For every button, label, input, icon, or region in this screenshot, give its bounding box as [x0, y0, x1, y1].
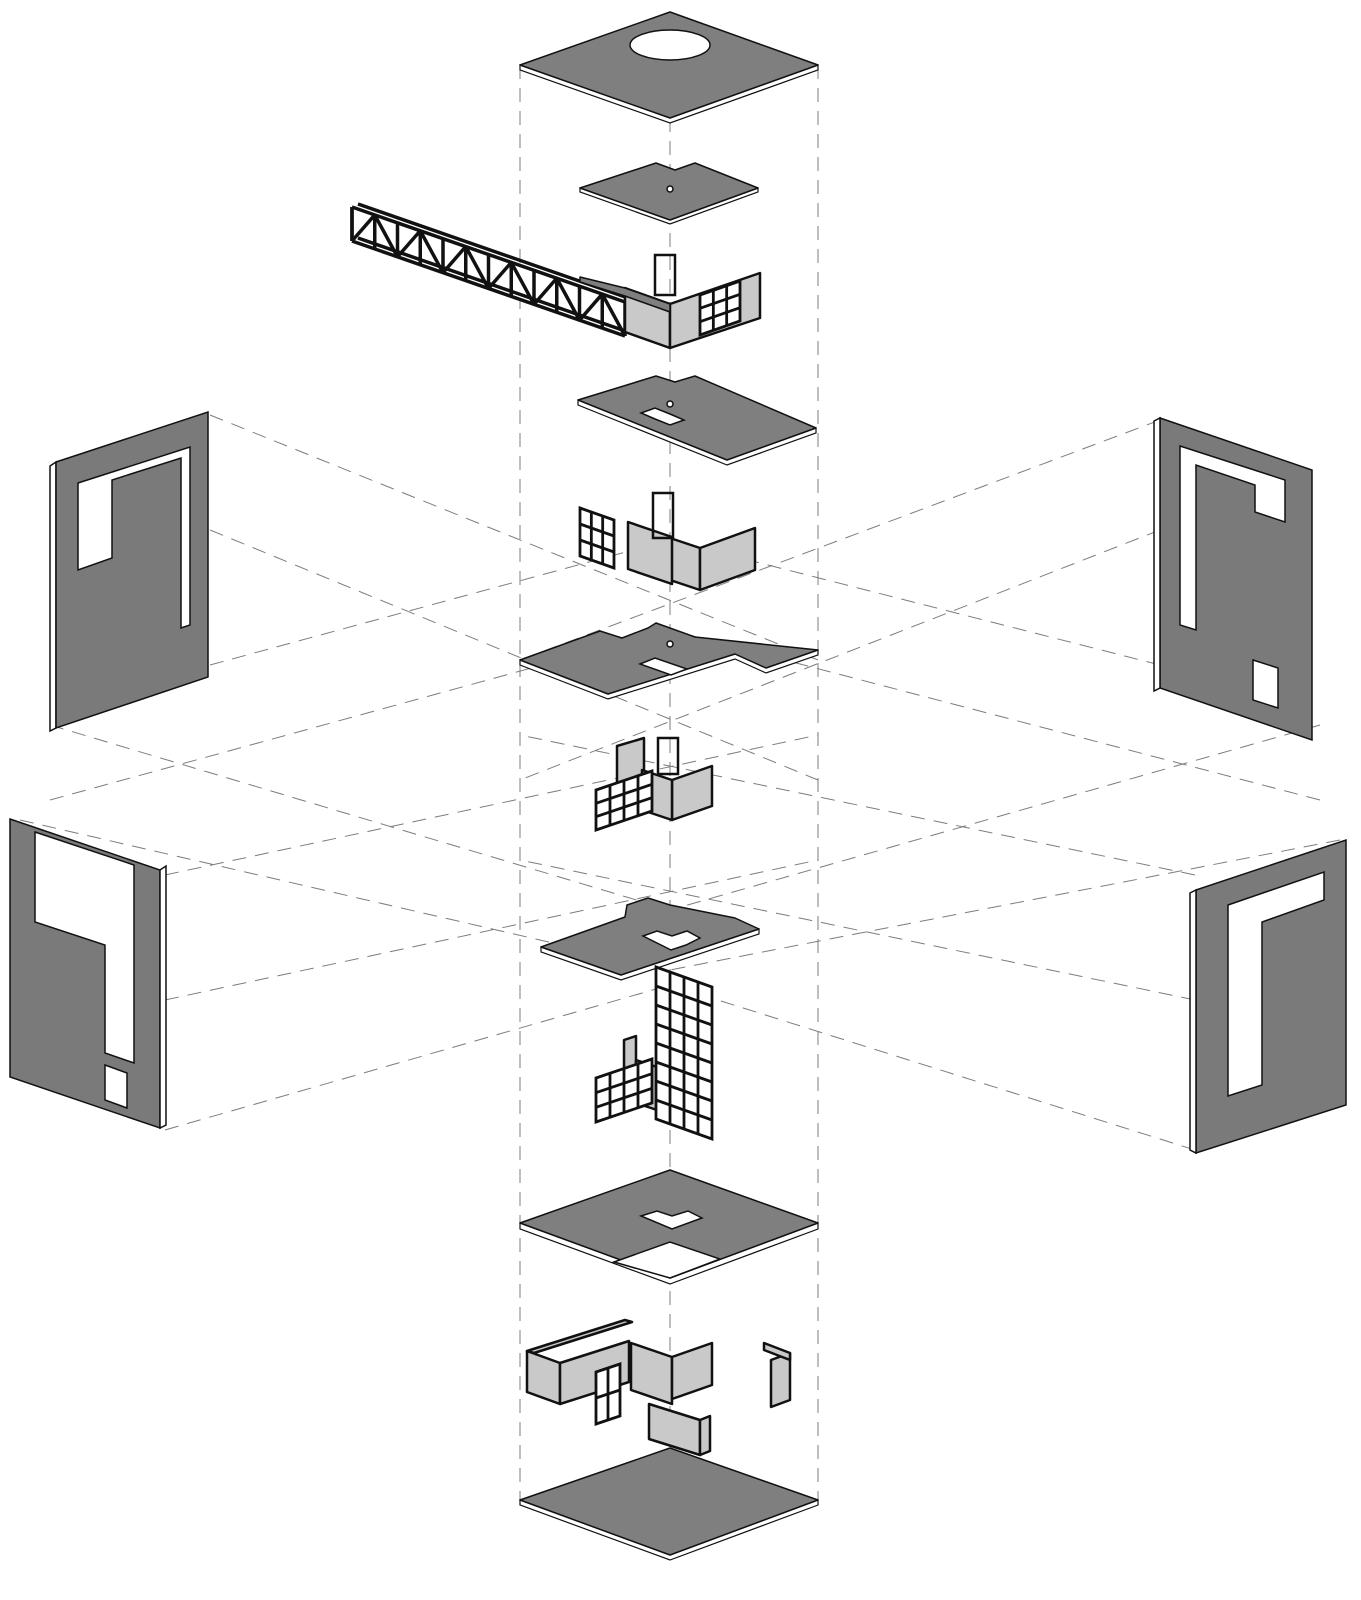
- walls1-low-grid-transom: [595, 1072, 653, 1094]
- slab-level-4: [577, 375, 817, 466]
- slab-level-2: [540, 897, 760, 981]
- walls-level-3: [578, 491, 757, 592]
- slab-level-1: [519, 1169, 819, 1285]
- walls3-window-transom: [579, 522, 615, 538]
- guide-ll-3: [164, 984, 671, 1131]
- walls1-tall-grid-transom: [655, 1022, 713, 1046]
- guide-ll-2: [164, 859, 819, 1001]
- walls3-window-frame: [578, 506, 616, 570]
- walls-level-1-with-grid: [594, 965, 714, 1141]
- roof-slab-with-oculus: [519, 11, 819, 124]
- upper-left-panel: [49, 410, 209, 733]
- truss-diagonal: [509, 261, 536, 306]
- truss-diagonal: [578, 292, 604, 322]
- truss-diagonal: [487, 261, 513, 290]
- truss-diagonal: [600, 293, 627, 337]
- walls1-tall-grid-transom: [655, 1003, 713, 1027]
- walls1-tall-grid-transom: [655, 1041, 713, 1065]
- truss-and-top-walls: [350, 202, 762, 350]
- guide-lr-3: [669, 984, 1196, 1151]
- truss-diagonal: [373, 214, 400, 258]
- walls2-window-transom: [595, 796, 653, 818]
- walls1-tall-grid-transom: [655, 984, 713, 1008]
- guide-ul-3: [49, 724, 671, 911]
- walls2-window-transom: [595, 783, 653, 805]
- truss-diagonal: [464, 245, 491, 290]
- guide-ul-1: [209, 414, 819, 661]
- guide-ur-3: [669, 724, 1321, 911]
- top-window-transom: [699, 293, 741, 310]
- walls3-window-transom: [579, 538, 615, 554]
- guide-ul-2: [209, 529, 819, 781]
- top-window-transom: [699, 306, 741, 323]
- truss-diagonal: [441, 245, 468, 274]
- truss-diagonal: [532, 277, 559, 306]
- guide-ll-1: [164, 734, 819, 876]
- walls1-tall-grid-transom: [655, 1098, 713, 1122]
- walls1-tall-grid-transom: [655, 1079, 713, 1103]
- walls-level-2: [594, 736, 714, 832]
- truss-diagonal: [418, 229, 445, 274]
- slab-level-3: [519, 622, 819, 700]
- walls1-tall-grid-transom: [655, 1060, 713, 1084]
- ground-walls: [525, 1318, 792, 1457]
- walls1-low-grid-transom: [595, 1087, 653, 1109]
- truss-diagonal: [396, 229, 422, 258]
- lower-right-panel: [1189, 838, 1347, 1155]
- base-slab: [519, 1447, 819, 1561]
- upper-right-panel: [1153, 416, 1313, 742]
- ground-door-transom: [595, 1388, 621, 1400]
- guide-ur-1: [519, 419, 1161, 661]
- lower-left-panel: [9, 817, 167, 1130]
- truss-diagonal: [555, 277, 582, 322]
- truss-diagonal: [350, 213, 377, 243]
- small-slab: [579, 162, 759, 225]
